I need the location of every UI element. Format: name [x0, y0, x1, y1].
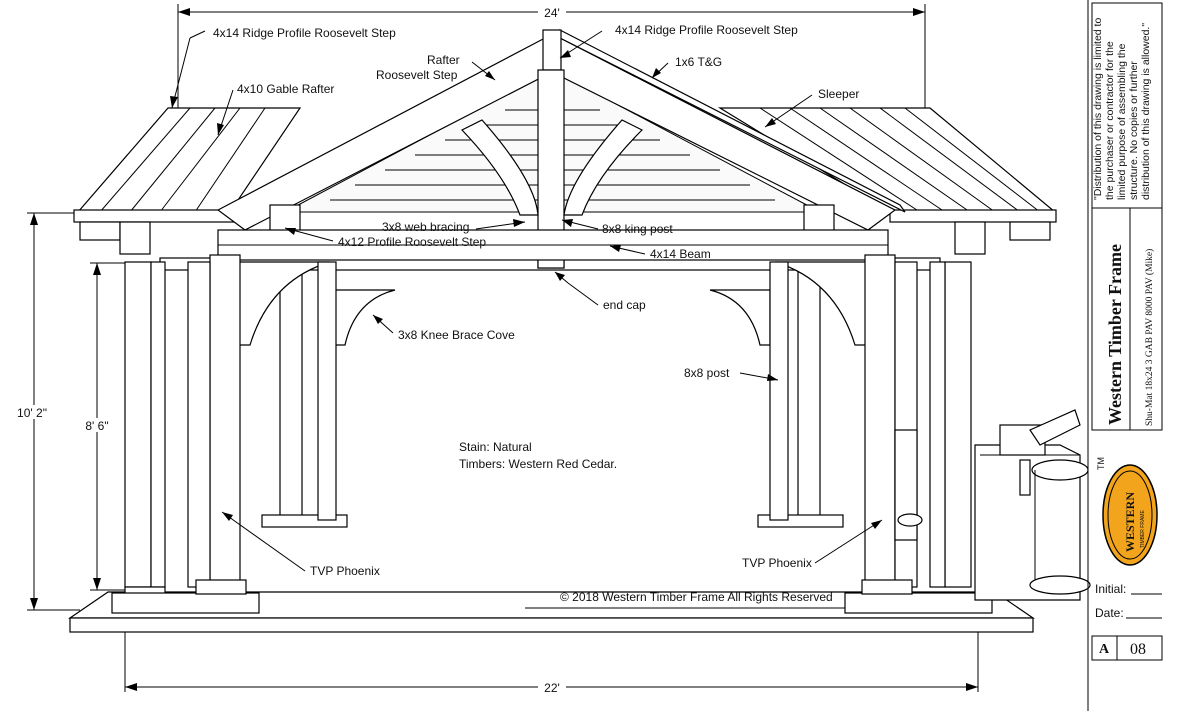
- company-logo: WESTERN TIMBER FRAME: [1102, 464, 1158, 566]
- note-timbers: Timbers: Western Red Cedar.: [459, 457, 617, 471]
- label-ridge-right: 4x14 Ridge Profile Roosevelt Step: [615, 23, 798, 37]
- disclaimer-line-1: "Distribution of this drawing is limited…: [1092, 18, 1104, 200]
- label-tvp-left: TVP Phoenix: [310, 564, 380, 578]
- initial-label: Initial:: [1095, 582, 1126, 596]
- label-king-post: 8x8 king post: [602, 222, 673, 236]
- distribution-disclaimer: "Distribution of this drawing is limited…: [1092, 18, 1152, 200]
- posts: [124, 254, 972, 588]
- disclaimer-line-4: structure. No copies or further: [1128, 61, 1140, 200]
- disclaimer-line-2: the purchaser or contractor for the: [1104, 41, 1116, 200]
- post-height-label: 8' 6": [85, 419, 108, 433]
- label-ridge-left: 4x14 Ridge Profile Roosevelt Step: [213, 26, 396, 40]
- disclaimer-line-5: distribution of this drawing is allowed.…: [1140, 23, 1152, 200]
- main-gable: [216, 29, 906, 269]
- floor-width-label: 22': [544, 681, 560, 695]
- label-sleeper: Sleeper: [818, 87, 859, 101]
- label-post: 8x8 post: [684, 366, 730, 380]
- label-profile-step: 4x12 Profile Roosevelt Step: [338, 235, 486, 249]
- back-frame: [159, 257, 941, 580]
- post-bases: [111, 579, 993, 614]
- dimension-overall-height: 10' 2": [12, 212, 110, 611]
- label-knee-brace: 3x8 Knee Brace Cove: [398, 328, 515, 342]
- outdoor-kitchen: [894, 409, 1091, 601]
- deck-slab: [68, 591, 1035, 633]
- drawing-id: Shu-Mat 18x24 3 GAB PAV 8000 PAV (Mike): [1144, 249, 1155, 426]
- dimension-post-height: 8' 6": [78, 262, 135, 591]
- logo-subtext: TIMBER FRAME: [1140, 510, 1146, 548]
- company-name: Western Timber Frame: [1105, 244, 1125, 425]
- label-beam: 4x14 Beam: [650, 247, 711, 261]
- sheet-letter: A: [1099, 642, 1110, 657]
- date-label: Date:: [1095, 606, 1124, 620]
- leader-lines: [170, 30, 883, 609]
- dimension-overall-width: 24': [177, 4, 926, 112]
- overall-width-label: 24': [544, 6, 560, 20]
- label-rafter-line1: Rafter: [427, 53, 460, 67]
- right-roof: [717, 107, 1057, 255]
- callout-labels: 4x14 Ridge Profile Roosevelt Step 4x14 R…: [213, 23, 859, 604]
- copyright-notice: © 2018 Western Timber Frame All Rights R…: [560, 590, 833, 604]
- trademark: TM: [1096, 457, 1106, 470]
- label-rafter-line2: Roosevelt Step: [376, 68, 458, 82]
- label-web-bracing: 3x8 web bracing: [382, 220, 469, 234]
- main-beam: [217, 229, 889, 261]
- title-block: "Distribution of this drawing is limited…: [1087, 0, 1163, 711]
- note-stain: Stain: Natural: [459, 440, 532, 454]
- label-tvp-right: TVP Phoenix: [742, 556, 812, 570]
- logo-text: WESTERN: [1123, 492, 1137, 552]
- label-tng: 1x6 T&G: [675, 55, 722, 69]
- disclaimer-line-3: limited purpose of assembling the: [1116, 43, 1128, 200]
- dimension-floor-width: 22': [124, 632, 979, 695]
- label-gable-rafter: 4x10 Gable Rafter: [237, 82, 334, 96]
- left-roof: [73, 107, 302, 255]
- sheet-number: 08: [1130, 641, 1146, 658]
- overall-height-label: 10' 2": [17, 406, 47, 420]
- label-end-cap: end cap: [603, 298, 646, 312]
